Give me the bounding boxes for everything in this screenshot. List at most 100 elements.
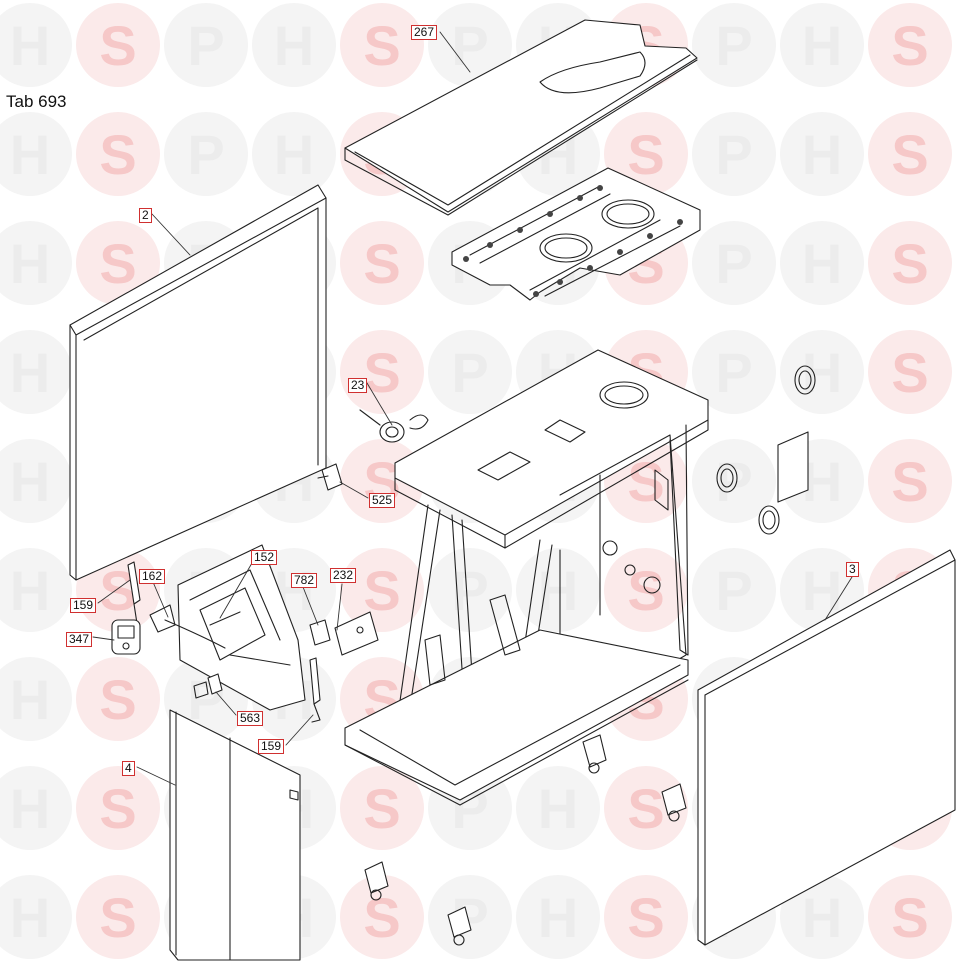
watermark-circle xyxy=(780,221,864,305)
watermark-circle xyxy=(340,3,424,87)
watermark-letter: H xyxy=(10,341,50,404)
watermark-circle xyxy=(692,548,776,632)
part-267-top-lid xyxy=(344,19,698,216)
watermark-circle xyxy=(76,3,160,87)
watermark-letter: S xyxy=(99,123,136,186)
watermark-letter: H xyxy=(10,232,50,295)
callout-563[interactable]: 563 xyxy=(237,711,264,726)
watermark-letter: H xyxy=(274,14,314,77)
top-frame xyxy=(451,167,701,301)
watermark-letter: S xyxy=(99,14,136,77)
watermark-letter: P xyxy=(451,341,488,404)
watermark-letter: S xyxy=(99,668,136,731)
callout-159-right[interactable]: 159 xyxy=(258,739,285,754)
watermark-circle xyxy=(428,875,512,959)
watermark-letter: H xyxy=(274,123,314,186)
watermark-letter: P xyxy=(715,559,752,622)
watermark-circle xyxy=(0,875,72,959)
callout-4[interactable]: 4 xyxy=(122,761,135,776)
watermark-letter: S xyxy=(363,341,400,404)
watermark-letter: H xyxy=(10,886,50,949)
watermark-letter: P xyxy=(187,14,224,77)
watermark-letter: H xyxy=(10,450,50,513)
callout-3[interactable]: 3 xyxy=(846,562,859,577)
callout-159-left[interactable]: 159 xyxy=(70,598,97,613)
watermark-circle xyxy=(76,112,160,196)
leader-lines xyxy=(92,31,853,786)
part-152-housing xyxy=(177,544,306,711)
watermark-circle xyxy=(340,766,424,850)
watermark-letter: H xyxy=(538,886,578,949)
watermark-letter: H xyxy=(802,123,842,186)
watermark-circle xyxy=(76,766,160,850)
part-563-switch xyxy=(193,673,223,699)
callout-23[interactable]: 23 xyxy=(348,378,368,393)
callout-2[interactable]: 2 xyxy=(139,208,152,223)
watermark-circle xyxy=(692,439,776,523)
watermark-letter: P xyxy=(451,559,488,622)
watermark-circle xyxy=(0,548,72,632)
callout-232[interactable]: 232 xyxy=(330,568,357,583)
watermark-circle xyxy=(516,766,600,850)
watermark-circle xyxy=(868,330,952,414)
watermark-circle xyxy=(780,875,864,959)
callout-782[interactable]: 782 xyxy=(291,573,318,588)
watermark-circle xyxy=(0,221,72,305)
callout-152[interactable]: 152 xyxy=(251,550,278,565)
watermark-letter: S xyxy=(99,886,136,949)
watermark-circle xyxy=(868,439,952,523)
watermark-letter: H xyxy=(10,777,50,840)
watermark-circle xyxy=(76,657,160,741)
watermark-letter: S xyxy=(891,886,928,949)
watermark-circle xyxy=(868,3,952,87)
watermark-circle xyxy=(428,330,512,414)
watermark-circle xyxy=(428,548,512,632)
watermark-letter: S xyxy=(891,14,928,77)
watermark-letter: P xyxy=(715,14,752,77)
watermark-letter: S xyxy=(891,232,928,295)
watermark-circle xyxy=(340,221,424,305)
watermark-circle xyxy=(604,112,688,196)
watermark-letter: S xyxy=(891,123,928,186)
tab-title: Tab 693 xyxy=(6,92,67,111)
watermark-letter: H xyxy=(10,559,50,622)
watermark-letter: S xyxy=(627,886,664,949)
watermark-circle xyxy=(164,3,248,87)
watermark-circle xyxy=(692,221,776,305)
watermark-letter: S xyxy=(627,777,664,840)
watermark-letter: S xyxy=(99,232,136,295)
part-782-board xyxy=(309,619,331,646)
watermark-letter: P xyxy=(715,123,752,186)
main-chassis xyxy=(344,349,709,806)
part-159-bracket-right xyxy=(309,657,321,723)
watermark-letter: S xyxy=(363,777,400,840)
watermark-letter: H xyxy=(10,668,50,731)
watermark-circle xyxy=(164,112,248,196)
watermark-circle xyxy=(0,3,72,87)
watermark-letter: S xyxy=(363,559,400,622)
watermark-circle xyxy=(0,657,72,741)
part-4-front-door xyxy=(169,709,301,961)
watermark-circle xyxy=(516,875,600,959)
watermark-letter: S xyxy=(363,232,400,295)
watermark-circle xyxy=(0,766,72,850)
watermark-letter: S xyxy=(363,886,400,949)
part-232-board xyxy=(334,611,379,656)
watermark-letter: S xyxy=(891,450,928,513)
watermark-letter: P xyxy=(715,232,752,295)
watermark-circle xyxy=(692,330,776,414)
watermark-letter: H xyxy=(802,886,842,949)
watermark-circle xyxy=(0,112,72,196)
callout-525[interactable]: 525 xyxy=(369,493,396,508)
watermark-circle xyxy=(780,112,864,196)
callout-267[interactable]: 267 xyxy=(411,25,438,40)
watermark-circle xyxy=(428,3,512,87)
watermark-letter: H xyxy=(802,559,842,622)
watermark-circle xyxy=(76,875,160,959)
callout-162[interactable]: 162 xyxy=(139,569,166,584)
callout-347[interactable]: 347 xyxy=(66,632,93,647)
watermark-letter: P xyxy=(451,14,488,77)
